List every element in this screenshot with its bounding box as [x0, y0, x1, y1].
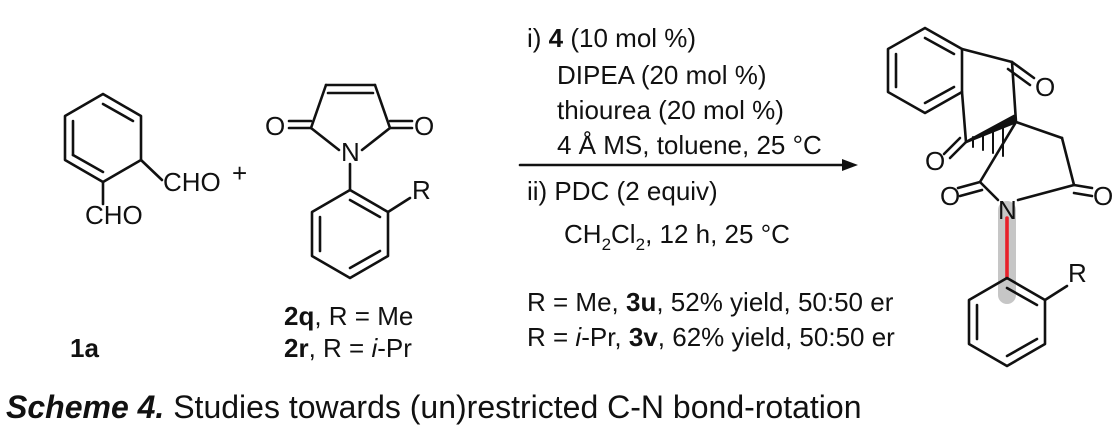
- solvent-a: CH: [564, 219, 602, 249]
- compound-1a-structure: [63, 92, 164, 206]
- maleimide-o-right: O: [414, 111, 434, 141]
- variant-2q-id: 2q: [284, 301, 314, 331]
- result-3u-id: 3u: [626, 287, 656, 317]
- result-3v-mid: -Pr,: [581, 322, 629, 352]
- step1-prefix: i): [527, 23, 549, 53]
- plus-sign: +: [232, 158, 247, 188]
- product-o-left: O: [925, 146, 945, 176]
- step1-catalyst: 4: [549, 23, 564, 53]
- result-3u-rest: , 52% yield, 50:50 er: [656, 287, 893, 317]
- variant-2r-italic: i: [371, 333, 378, 363]
- result-3v-pre: R =: [527, 322, 575, 352]
- caption-label: Scheme 4.: [6, 389, 165, 425]
- step1-line1: i) 4 (10 mol %): [527, 23, 696, 53]
- caption-text: Studies towards (un)restricted C-N bond-…: [164, 389, 862, 425]
- maleimide-n: N: [341, 137, 360, 167]
- maleimide-o-left: O: [265, 111, 285, 141]
- product-r: R: [1068, 258, 1087, 288]
- step2-line1: ii) PDC (2 equiv): [527, 176, 718, 206]
- cho-label-bottom: CHO: [85, 200, 143, 230]
- step1-catalyst-rest: (10 mol %): [563, 23, 696, 53]
- reaction-arrow: [518, 159, 858, 171]
- result-3u-pre: R = Me,: [527, 287, 626, 317]
- solvent-sub1: 2: [602, 235, 611, 254]
- product-o-top: O: [1035, 72, 1055, 102]
- step2-line2: CH2Cl2, 12 h, 25 °C: [564, 219, 790, 254]
- variant-2q: 2q, R = Me: [284, 301, 413, 331]
- product-o-ring-left: O: [940, 181, 960, 211]
- maleimide-r: R: [412, 175, 431, 205]
- solvent-rest: , 12 h, 25 °C: [645, 219, 790, 249]
- result-3v-id: 3v: [629, 322, 658, 352]
- variant-2r-text: , R =: [309, 333, 372, 363]
- scheme-caption: Scheme 4. Studies towards (un)restricted…: [6, 389, 862, 426]
- product-o-ring-right: O: [1093, 181, 1112, 211]
- result-3v-rest: , 62% yield, 50:50 er: [658, 322, 895, 352]
- solvent-sub2: 2: [636, 235, 645, 254]
- step1-line4: 4 Å MS, toluene, 25 °C: [557, 130, 822, 160]
- result-3v-italic: i: [575, 322, 582, 352]
- step1-line3: thiourea (20 mol %): [557, 95, 784, 125]
- variant-2q-text: , R = Me: [314, 301, 413, 331]
- solvent-b: Cl: [611, 219, 636, 249]
- result-3v: R = i-Pr, 3v, 62% yield, 50:50 er: [527, 322, 895, 352]
- product-structure: [886, 26, 1094, 368]
- variant-2r-id: 2r: [284, 333, 309, 363]
- maleimide-structure: [287, 83, 414, 280]
- compound-1a-label: 1a: [70, 333, 99, 363]
- variant-2r-suffix: -Pr: [377, 333, 412, 363]
- cho-label-top: CHO: [163, 167, 221, 197]
- product-n: N: [998, 195, 1017, 225]
- step1-line2: DIPEA (20 mol %): [557, 60, 767, 90]
- result-3u: R = Me, 3u, 52% yield, 50:50 er: [527, 287, 894, 317]
- variant-2r: 2r, R = i-Pr: [284, 333, 412, 363]
